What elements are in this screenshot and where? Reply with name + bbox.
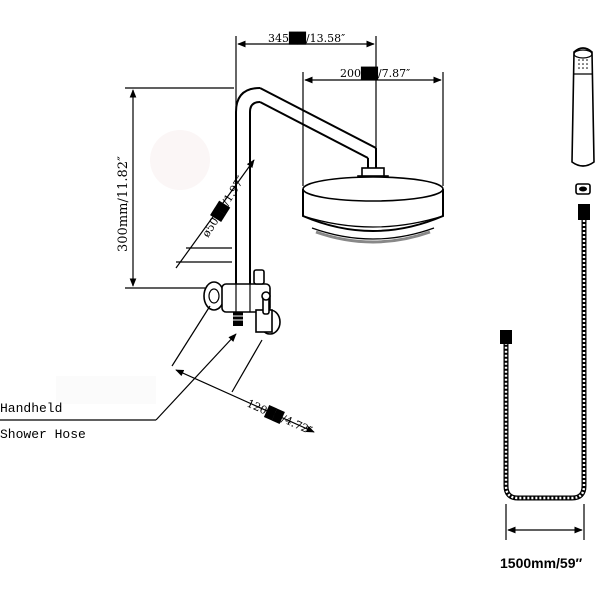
dim-height: 300mm/11.82″ bbox=[116, 87, 234, 289]
dim-bracket-depth: 120██/4.72″ bbox=[171, 305, 315, 437]
diverter-valve bbox=[203, 269, 281, 335]
height-label: 300mm/11.82″ bbox=[116, 156, 131, 252]
arm-reach-label: 345██/13.58″ bbox=[268, 31, 345, 45]
shower-head bbox=[302, 167, 444, 244]
hand-shower bbox=[571, 47, 595, 195]
dim-hose-length: 1500mm/59″ bbox=[500, 504, 585, 571]
shower-hose bbox=[500, 204, 590, 501]
pipe-diameter-label: ø50██/1.97″ bbox=[199, 173, 248, 240]
callout-line-1: Handheld bbox=[0, 401, 62, 416]
dim-head-diameter: 200██/7.87″ bbox=[302, 66, 444, 186]
callout-handheld: Handheld Shower Hose bbox=[0, 333, 237, 442]
callout-line-2: Shower Hose bbox=[0, 427, 86, 442]
background-blob bbox=[150, 130, 210, 190]
head-diameter-label: 200██/7.87″ bbox=[340, 66, 410, 80]
hose-length-label: 1500mm/59″ bbox=[500, 555, 583, 571]
bracket-depth-label: 120██/4.72″ bbox=[245, 396, 315, 437]
dim-arm-reach: 345██/13.58″ bbox=[235, 31, 377, 150]
spray-holes bbox=[578, 59, 588, 69]
